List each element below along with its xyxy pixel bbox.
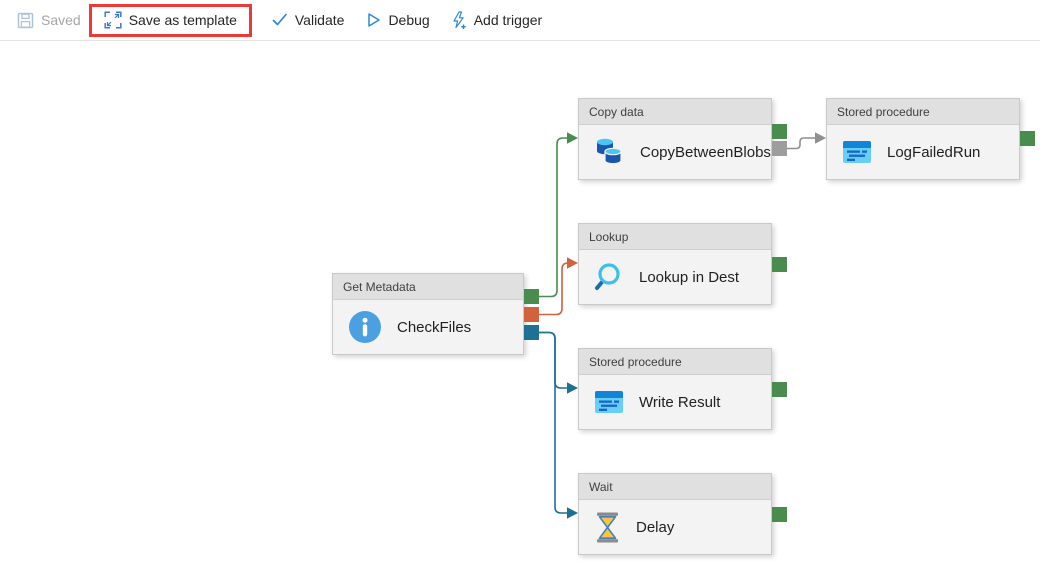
activity-node-checkfiles[interactable]: Get Metadata CheckFiles xyxy=(332,273,524,355)
connector-failure-to-lookup[interactable] xyxy=(539,262,569,316)
port-success-checkfiles[interactable] xyxy=(524,289,539,304)
connector-completion-to-delay[interactable] xyxy=(539,331,567,514)
connector-success-to-copy[interactable] xyxy=(539,137,567,298)
activity-name: CopyBetweenBlobs xyxy=(640,143,771,161)
validate-label: Validate xyxy=(294,12,345,28)
port-success-writeresult[interactable] xyxy=(772,382,787,397)
floppy-disk-icon xyxy=(17,12,34,29)
arrowhead-failure xyxy=(567,257,578,269)
connector-completion-to-writeresult[interactable] xyxy=(539,331,567,389)
activity-node-copybetweenblobs[interactable]: Copy data CopyBetweenBlobs xyxy=(578,98,772,180)
activity-name: Delay xyxy=(636,518,675,536)
pipeline-toolbar: Saved Save as template xyxy=(0,0,1040,41)
activity-name: Write Result xyxy=(639,393,721,411)
stored-procedure-icon xyxy=(594,390,624,414)
activity-type-label: Wait xyxy=(579,474,771,500)
magnifier-icon xyxy=(594,262,624,293)
arrowhead-completion-2 xyxy=(567,507,578,519)
arrowhead-dependency xyxy=(815,132,826,144)
port-success-logfailedrun[interactable] xyxy=(1020,131,1035,146)
activity-name: LogFailedRun xyxy=(887,143,981,161)
port-failure-copybetweenblobs[interactable] xyxy=(772,141,787,156)
save-as-template-highlight: Save as template xyxy=(88,3,252,37)
activity-node-logfailedrun[interactable]: Stored procedure LogFailedRun xyxy=(826,98,1020,180)
activity-type-label: Stored procedure xyxy=(827,99,1019,125)
activity-name: CheckFiles xyxy=(397,318,472,336)
checkmark-icon xyxy=(272,13,288,27)
arrowhead-completion-1 xyxy=(567,382,578,394)
port-success-lookupindest[interactable] xyxy=(772,257,787,272)
play-icon xyxy=(366,12,381,28)
activity-node-writeresult[interactable]: Stored procedure Write Result xyxy=(578,348,772,430)
add-trigger-label: Add trigger xyxy=(473,12,543,28)
port-success-delay[interactable] xyxy=(772,507,787,522)
activity-type-label: Copy data xyxy=(579,99,771,125)
info-circle-icon xyxy=(348,310,382,344)
add-trigger-button[interactable]: Add trigger xyxy=(451,10,543,30)
activity-type-label: Stored procedure xyxy=(579,349,771,375)
port-success-copybetweenblobs[interactable] xyxy=(772,124,787,139)
lightning-plus-icon xyxy=(451,10,467,30)
saved-button: Saved xyxy=(17,12,81,29)
port-failure-checkfiles[interactable] xyxy=(524,307,539,322)
debug-button[interactable]: Debug xyxy=(366,12,430,28)
validate-button[interactable]: Validate xyxy=(272,12,345,28)
debug-label: Debug xyxy=(388,12,430,28)
save-as-template-label: Save as template xyxy=(128,12,237,28)
connector-dependency-to-logfailedrun[interactable] xyxy=(787,137,815,150)
activity-type-label: Lookup xyxy=(579,224,771,250)
arrowhead-success xyxy=(567,132,578,144)
stored-procedure-icon xyxy=(842,140,872,164)
hourglass-icon xyxy=(594,512,621,543)
activity-name: Lookup in Dest xyxy=(639,268,740,286)
activity-node-lookupindest[interactable]: Lookup Lookup in Dest xyxy=(578,223,772,305)
save-as-template-icon xyxy=(104,11,122,29)
save-as-template-button[interactable]: Save as template xyxy=(104,11,237,29)
port-completion-checkfiles[interactable] xyxy=(524,325,539,340)
activity-type-label: Get Metadata xyxy=(333,274,523,300)
activity-node-delay[interactable]: Wait Delay xyxy=(578,473,772,555)
copy-data-cylinders-icon xyxy=(594,137,625,168)
saved-label: Saved xyxy=(41,12,81,28)
